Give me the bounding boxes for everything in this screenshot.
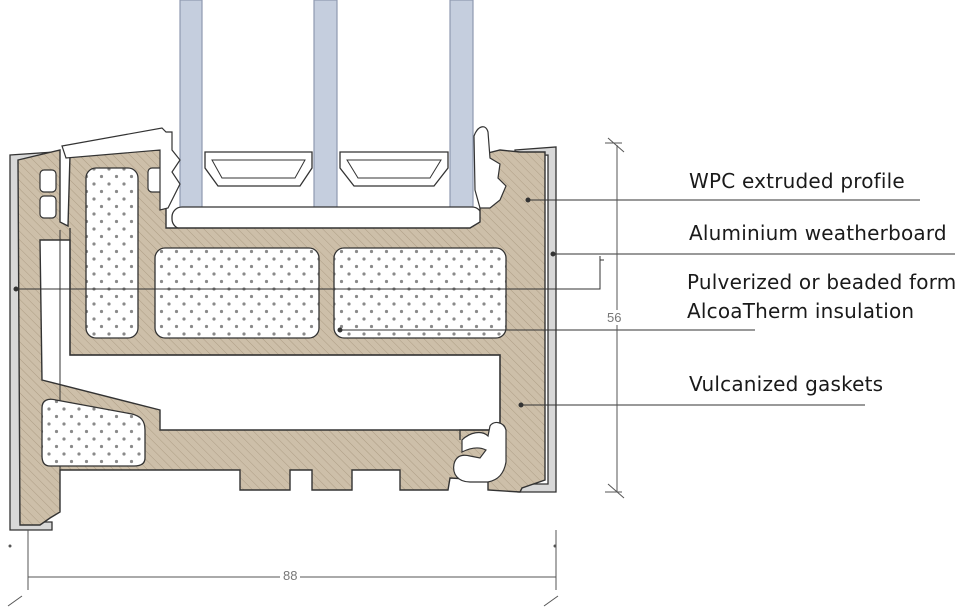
spacer-left bbox=[204, 151, 313, 187]
label-wpc-extruded-profile: WPC extruded profile bbox=[689, 169, 905, 193]
glass-pane-1 bbox=[179, 0, 203, 213]
spacer-right bbox=[339, 151, 449, 187]
glass-pane-2 bbox=[313, 0, 338, 213]
leader-lines bbox=[13, 197, 955, 408]
label-aluminium-weatherboard: Aluminium weatherboard bbox=[689, 221, 947, 245]
glass-pane-3 bbox=[449, 0, 474, 213]
triple-glazing bbox=[171, 0, 483, 230]
glazing-bead-left bbox=[61, 127, 181, 211]
glass-bottom-seal bbox=[171, 206, 483, 230]
insulation-cavity-4 bbox=[41, 398, 146, 467]
vulcanized-gasket-top bbox=[473, 126, 507, 209]
insulation-cavity-1 bbox=[85, 167, 139, 339]
dimension-width: 88 bbox=[280, 568, 301, 583]
insulation-cavity-3 bbox=[333, 247, 507, 339]
clip-grooves bbox=[39, 167, 165, 219]
vulcanized-gasket-bottom bbox=[453, 421, 507, 483]
insulation-cavity-2 bbox=[154, 247, 320, 339]
label-vulcanized-gaskets: Vulcanized gaskets bbox=[689, 372, 884, 396]
label-insulation-line2: AlcoaTherm insulation bbox=[687, 299, 915, 323]
label-insulation-line1: Pulverized or beaded form bbox=[687, 270, 957, 294]
alcoatherm-insulation bbox=[41, 167, 507, 467]
dimension-height: 56 bbox=[604, 310, 625, 325]
